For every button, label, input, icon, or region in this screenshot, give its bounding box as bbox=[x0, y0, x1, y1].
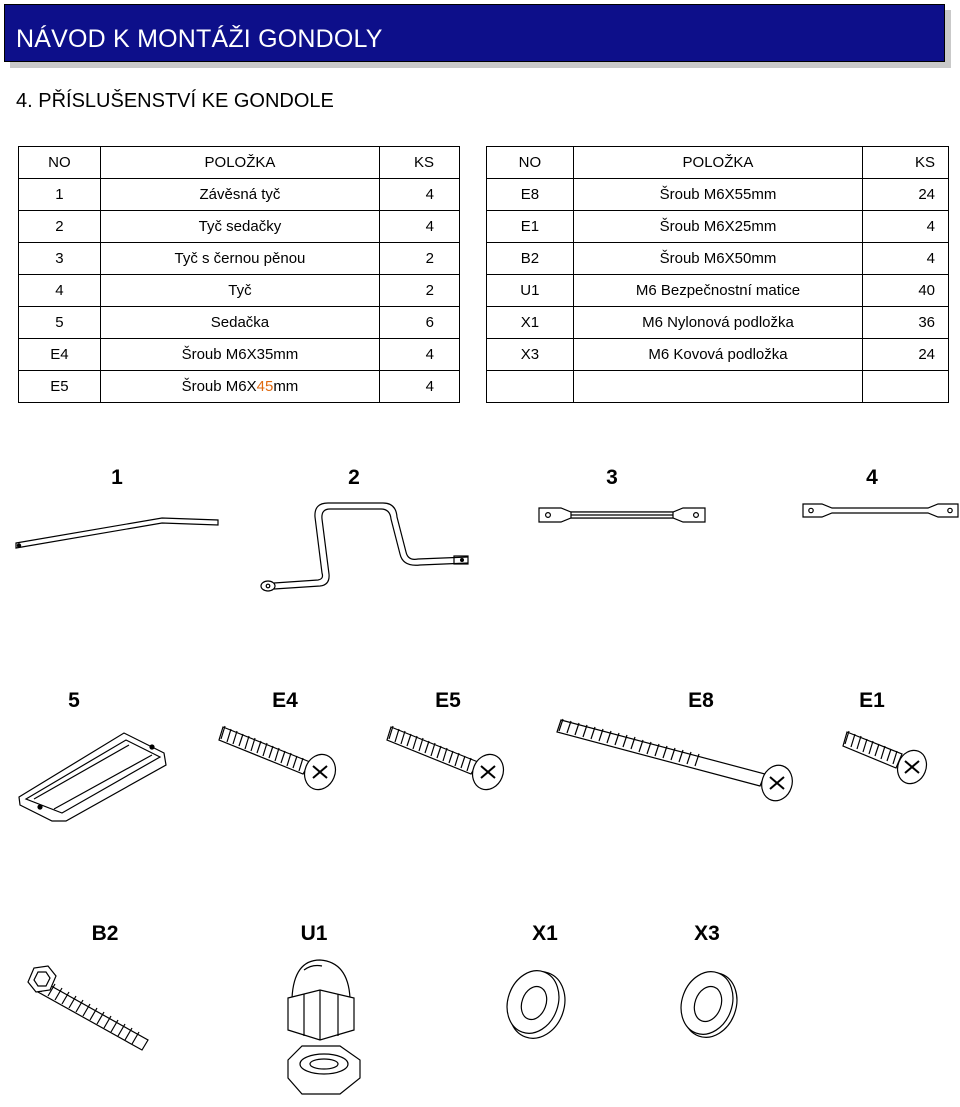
cell-item: M6 Kovová podložka bbox=[572, 338, 864, 371]
table-row: E4 Šroub M6X35mm 4 bbox=[18, 338, 460, 371]
rod-drawing bbox=[802, 503, 959, 518]
cell-no bbox=[486, 370, 574, 403]
column-header-item: POLOŽKA bbox=[572, 146, 864, 179]
table-row bbox=[486, 370, 949, 403]
table-row: X3 M6 Kovová podložka 24 bbox=[486, 338, 949, 371]
part-label-2: 2 bbox=[348, 466, 360, 489]
screw-e5-drawing bbox=[386, 725, 505, 791]
part-label-u1: U1 bbox=[300, 922, 328, 945]
cell-no: 3 bbox=[18, 242, 101, 275]
table-header-row: NO POLOŽKA KS bbox=[486, 146, 949, 179]
cell-qty: 40 bbox=[862, 274, 949, 307]
column-header-no: NO bbox=[18, 146, 101, 179]
hex-bolt-b2-drawing bbox=[27, 965, 149, 1051]
part-label-4: 4 bbox=[866, 466, 878, 489]
hanging-rod-drawing bbox=[15, 517, 219, 549]
cell-no: 1 bbox=[18, 178, 101, 211]
cell-qty: 4 bbox=[379, 178, 460, 211]
cell-item: Šroub M6X35mm bbox=[99, 338, 381, 371]
seat-rod-drawing bbox=[260, 502, 469, 592]
item-highlight: 45 bbox=[256, 378, 274, 395]
table-header-row: NO POLOŽKA KS bbox=[18, 146, 460, 179]
part-label-e1: E1 bbox=[859, 689, 885, 712]
seat-drawing bbox=[18, 732, 167, 822]
cell-item: Šroub M6X55mm bbox=[572, 178, 864, 211]
cell-no: E5 bbox=[18, 370, 101, 403]
parts-table-right: NO POLOŽKA KS E8 Šroub M6X55mm 24 E1 Šro… bbox=[486, 146, 949, 403]
cell-item: Šroub M6X50mm bbox=[572, 242, 864, 275]
part-label-5: 5 bbox=[68, 689, 80, 712]
cell-qty: 4 bbox=[862, 210, 949, 243]
part-label-e5: E5 bbox=[435, 689, 461, 712]
table-row: 5 Sedačka 6 bbox=[18, 306, 460, 339]
item-text: Šroub M6X bbox=[181, 378, 257, 395]
cell-qty: 2 bbox=[379, 242, 460, 275]
column-header-qty: KS bbox=[379, 146, 460, 179]
metal-washer-x3-drawing bbox=[680, 971, 738, 1038]
cell-qty: 24 bbox=[862, 178, 949, 211]
section-title: 4. PŘÍSLUŠENSTVÍ KE GONDOLE bbox=[16, 90, 334, 112]
cell-qty: 4 bbox=[379, 210, 460, 243]
cell-qty: 4 bbox=[862, 242, 949, 275]
table-row: 3 Tyč s černou pěnou 2 bbox=[18, 242, 460, 275]
document-title: NÁVOD K MONTÁŽI GONDOLY bbox=[16, 25, 383, 53]
cell-item bbox=[572, 370, 864, 403]
screw-e8-drawing bbox=[556, 718, 793, 802]
cell-qty: 2 bbox=[379, 274, 460, 307]
column-header-item: POLOŽKA bbox=[99, 146, 381, 179]
column-header-qty: KS bbox=[862, 146, 949, 179]
cell-no: X1 bbox=[486, 306, 574, 339]
parts-table-left: NO POLOŽKA KS 1 Závěsná tyč 4 2 Tyč seda… bbox=[18, 146, 460, 403]
cell-no: B2 bbox=[486, 242, 574, 275]
table-row: U1 M6 Bezpečnostní matice 40 bbox=[486, 274, 949, 307]
part-label-3: 3 bbox=[606, 466, 618, 489]
table-row: 4 Tyč 2 bbox=[18, 274, 460, 307]
table-row: B2 Šroub M6X50mm 4 bbox=[486, 242, 949, 275]
cell-qty: 6 bbox=[379, 306, 460, 339]
table-row: 2 Tyč sedačky 4 bbox=[18, 210, 460, 243]
cell-no: U1 bbox=[486, 274, 574, 307]
table-row: E1 Šroub M6X25mm 4 bbox=[486, 210, 949, 243]
screw-e1-drawing bbox=[842, 730, 928, 785]
table-row: X1 M6 Nylonová podložka 36 bbox=[486, 306, 949, 339]
table-row: E8 Šroub M6X55mm 24 bbox=[486, 178, 949, 211]
cell-item: Šroub M6X25mm bbox=[572, 210, 864, 243]
cell-item: Šroub M6X45mm bbox=[99, 370, 381, 403]
cell-no: 4 bbox=[18, 274, 101, 307]
part-label-e4: E4 bbox=[272, 689, 298, 712]
cell-item: Sedačka bbox=[99, 306, 381, 339]
part-label-1: 1 bbox=[111, 466, 123, 489]
part-label-x1: X1 bbox=[532, 922, 558, 945]
cell-no: E8 bbox=[486, 178, 574, 211]
cell-qty: 36 bbox=[862, 306, 949, 339]
table-row: 1 Závěsná tyč 4 bbox=[18, 178, 460, 211]
safety-nut-u1-drawing bbox=[287, 959, 361, 1095]
part-label-b2: B2 bbox=[91, 922, 119, 945]
nylon-washer-x1-drawing bbox=[506, 970, 566, 1039]
table-row: E5 Šroub M6X45mm 4 bbox=[18, 370, 460, 403]
cell-qty bbox=[862, 370, 949, 403]
header-banner: NÁVOD K MONTÁŽI GONDOLY bbox=[4, 4, 945, 62]
cell-no: X3 bbox=[486, 338, 574, 371]
cell-item: Tyč bbox=[99, 274, 381, 307]
cell-qty: 4 bbox=[379, 370, 460, 403]
cell-no: 5 bbox=[18, 306, 101, 339]
cell-item: Závěsná tyč bbox=[99, 178, 381, 211]
screw-e4-drawing bbox=[218, 725, 337, 791]
cell-item: Tyč sedačky bbox=[99, 210, 381, 243]
cell-no: 2 bbox=[18, 210, 101, 243]
part-label-e8: E8 bbox=[688, 689, 714, 712]
cell-qty: 4 bbox=[379, 338, 460, 371]
cell-item: Tyč s černou pěnou bbox=[99, 242, 381, 275]
column-header-no: NO bbox=[486, 146, 574, 179]
cell-no: E1 bbox=[486, 210, 574, 243]
cell-qty: 24 bbox=[862, 338, 949, 371]
foam-rod-drawing bbox=[538, 507, 706, 523]
cell-no: E4 bbox=[18, 338, 101, 371]
cell-item: M6 Bezpečnostní matice bbox=[572, 274, 864, 307]
part-label-x3: X3 bbox=[694, 922, 720, 945]
cell-item: M6 Nylonová podložka bbox=[572, 306, 864, 339]
item-text-suffix: mm bbox=[273, 378, 299, 395]
